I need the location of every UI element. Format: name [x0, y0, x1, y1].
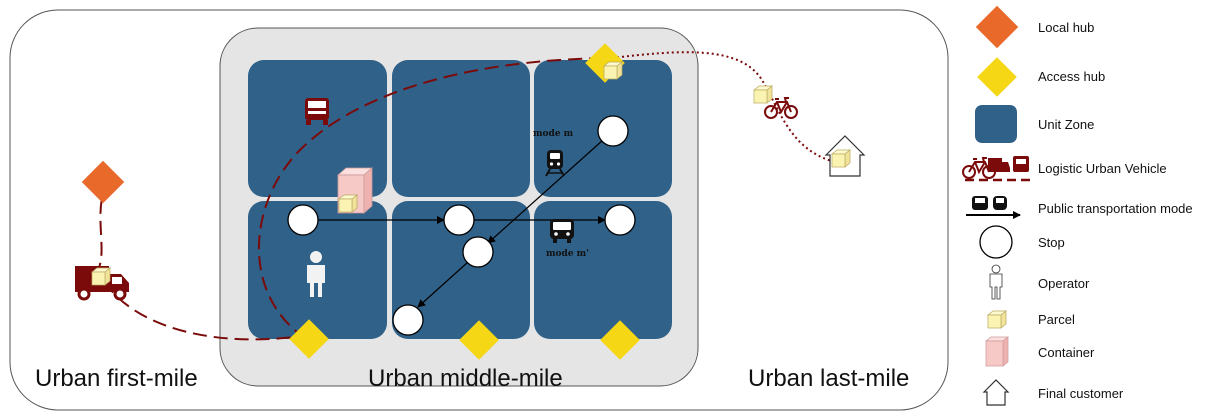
legend-local-hub-swatch	[975, 5, 1019, 49]
legend-stop-swatch	[979, 225, 1013, 259]
stop	[597, 115, 629, 147]
stop	[392, 304, 424, 336]
stop	[604, 204, 636, 236]
legend-container-icon	[985, 336, 1009, 367]
legend-logistic-vehicle: Logistic Urban Vehicle	[1038, 161, 1167, 176]
region-label-first-mile: Urban first-mile	[35, 365, 198, 392]
stop	[443, 204, 475, 236]
container-icon	[336, 167, 374, 214]
local-hub	[81, 160, 125, 204]
region-label-last-mile: Urban last-mile	[748, 365, 909, 392]
legend-house-icon	[982, 379, 1010, 406]
access-hub	[600, 320, 640, 360]
parcel-icon	[338, 194, 358, 213]
stop	[287, 204, 319, 236]
legend-access-hub-swatch	[977, 57, 1017, 97]
transit-line	[487, 139, 604, 244]
legend-access-hub: Access hub	[1038, 69, 1105, 84]
legend-stop: Stop	[1038, 235, 1065, 250]
legend-container: Container	[1038, 345, 1095, 360]
legend-vehicle-icons	[962, 156, 1030, 182]
legend-public-transport: Public transportation mode	[1038, 201, 1193, 216]
legend: Local hub Access hub Unit Zone Logistic …	[962, 5, 1193, 406]
legend-unit-zone-swatch	[975, 105, 1017, 143]
parcel-icon	[753, 85, 773, 104]
transit-line	[417, 261, 469, 308]
legend-public-transport-icons	[966, 196, 1021, 219]
legend-unit-zone: Unit Zone	[1038, 117, 1094, 132]
legend-final-customer: Final customer	[1038, 386, 1124, 401]
stop	[462, 236, 494, 268]
legend-local-hub: Local hub	[1038, 20, 1094, 35]
parcel-icon	[603, 61, 623, 80]
legend-person-icon	[989, 264, 1003, 300]
person-icon	[307, 251, 325, 297]
access-hub	[459, 320, 499, 360]
access-hub	[289, 319, 329, 359]
legend-parcel: Parcel	[1038, 312, 1075, 327]
parcel-icon	[91, 267, 111, 286]
mode-label-bus: mode m'	[546, 249, 589, 259]
last-mile-route	[611, 51, 836, 163]
legend-operator: Operator	[1038, 276, 1090, 291]
legend-parcel-icon	[987, 310, 1007, 329]
unit-zone	[248, 60, 387, 197]
parcel-icon	[831, 149, 851, 168]
unit-zone	[392, 60, 530, 197]
mode-label-rail: mode m	[533, 129, 574, 139]
region-label-middle-mile: Urban middle-mile	[368, 365, 563, 392]
